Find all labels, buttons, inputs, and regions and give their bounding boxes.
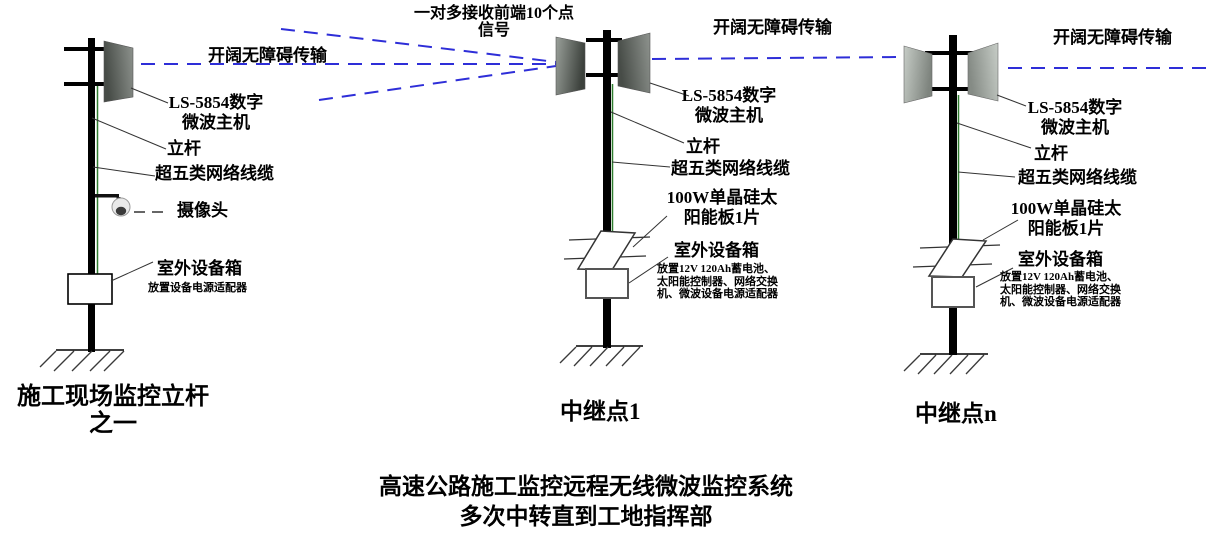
- pointer-lines-site2: [610, 82, 690, 284]
- box-label-site2: 室外设备箱: [674, 241, 759, 260]
- solar-label-site3-line1: 100W单晶硅太: [1010, 199, 1122, 218]
- solar-label-site3: 100W单晶硅太 阳能板1片: [1008, 199, 1124, 239]
- antenna-label-site1: LS-5854数字 微波主机: [160, 93, 272, 133]
- microwave-antenna2-left: [555, 36, 586, 96]
- site1-structure: [39, 38, 169, 372]
- box-sub-site2-line1: 放置12V 120Ah蓄电池、: [657, 263, 776, 275]
- link-label-site2: 开阔无障碍传输: [713, 18, 832, 37]
- antenna-label-site3-line2: 微波主机: [1041, 118, 1109, 137]
- microwave-antenna3-right: [967, 42, 999, 102]
- pole-label-site1: 立杆: [167, 139, 201, 158]
- link-label-site1: 开阔无障碍传输: [208, 46, 327, 65]
- pole3: [949, 35, 957, 355]
- equipment-box1: [67, 273, 113, 305]
- box-sub-site2-line3: 机、微波设备电源适配器: [657, 288, 778, 300]
- microwave-antenna1: [103, 40, 134, 103]
- pole-label-site3: 立杆: [1034, 144, 1068, 163]
- ground-symbol-3: [903, 353, 988, 375]
- pole1: [88, 38, 95, 352]
- diagram-title: 高速公路施工监控远程无线微波监控系统 多次中转直到工地指挥部: [336, 472, 836, 532]
- caption-site1-line1: 施工现场监控立杆: [17, 384, 209, 410]
- box-label-site1: 室外设备箱: [157, 259, 242, 278]
- box-sub-site3-line1: 放置12V 120Ah蓄电池、: [1000, 271, 1119, 283]
- signal-line-site2-site3: [651, 56, 903, 60]
- pole-label-site2: 立杆: [686, 137, 720, 156]
- solar-label-site2: 100W单晶硅太 阳能板1片: [664, 188, 780, 228]
- signal-line-fan-upper: [280, 28, 557, 63]
- camera-label-site1: 摄像头: [177, 201, 228, 220]
- box-sub-site3-line3: 机、微波设备电源适配器: [1000, 296, 1121, 308]
- cable-label-site3: 超五类网络线缆: [1018, 168, 1137, 187]
- link-label-site3: 开阔无障碍传输: [1053, 28, 1172, 47]
- solar-label-site2-line1: 100W单晶硅太: [666, 188, 778, 207]
- antenna-label-site1-line2: 微波主机: [182, 113, 250, 132]
- caption-site2: 中继点1: [560, 399, 641, 424]
- caption-site1: 施工现场监控立杆 之一: [10, 384, 216, 438]
- caption-site1-line2: 之一: [89, 411, 137, 437]
- pointer-lines-site1: [91, 87, 169, 282]
- antenna-label-site2-line2: 微波主机: [695, 106, 763, 125]
- microwave-antenna3-left: [903, 45, 933, 104]
- antenna-label-site2-line1: LS-5854数字: [681, 86, 777, 105]
- diagram-title-line2: 多次中转直到工地指挥部: [459, 504, 713, 529]
- dome-camera: [95, 194, 131, 217]
- antenna-label-site2: LS-5854数字 微波主机: [674, 86, 784, 126]
- top-note-line1: 一对多接收前端10个点: [413, 5, 574, 22]
- pointer-lines-site3: [956, 94, 1032, 288]
- box-sub-site2-line2: 太阳能控制器、网络交换: [657, 275, 778, 288]
- site2-structure: [555, 30, 690, 367]
- equipment-box2: [585, 268, 629, 299]
- antenna-label-site3: LS-5854数字 微波主机: [1018, 98, 1132, 138]
- signal-line-fan-lower: [318, 65, 557, 101]
- cable-label-site2: 超五类网络线缆: [671, 159, 790, 178]
- box-sub-site2: 放置12V 120Ah蓄电池、 太阳能控制器、网络交换 机、微波设备电源适配器: [657, 263, 787, 301]
- diagram-title-line1: 高速公路施工监控远程无线微波监控系统: [379, 474, 793, 499]
- antenna-label-site1-line1: LS-5854数字: [168, 93, 264, 112]
- equipment-box3: [931, 276, 975, 308]
- caption-site3: 中继点n: [915, 401, 997, 426]
- top-note-line2: 信号: [477, 22, 510, 39]
- cable-label-site1: 超五类网络线缆: [155, 164, 274, 183]
- antenna-label-site3-line1: LS-5854数字: [1027, 98, 1123, 117]
- solar-panel2: [576, 230, 637, 271]
- box-label-site3: 室外设备箱: [1018, 250, 1103, 269]
- solar-label-site2-line2: 阳能板1片: [683, 208, 761, 227]
- ground-symbol-1: [39, 349, 125, 372]
- box-sub-site1: 放置设备电源适配器: [148, 282, 247, 294]
- box-sub-site3-line2: 太阳能控制器、网络交换: [1000, 283, 1121, 296]
- ground-symbol-2: [559, 345, 643, 367]
- solar-label-site3-line2: 阳能板1片: [1027, 219, 1105, 238]
- pole2: [603, 30, 611, 348]
- top-note: 一对多接收前端10个点 信号: [398, 5, 590, 39]
- microwave-antenna2-right: [617, 32, 651, 94]
- solar-panel3: [927, 238, 988, 278]
- box-sub-site3: 放置12V 120Ah蓄电池、 太阳能控制器、网络交换 机、微波设备电源适配器: [1000, 271, 1132, 309]
- site3-structure: [903, 35, 1032, 375]
